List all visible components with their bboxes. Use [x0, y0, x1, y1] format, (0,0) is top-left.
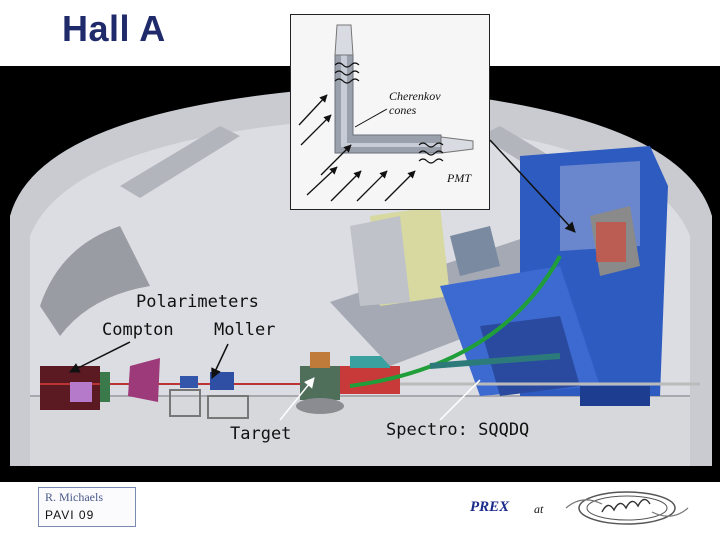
cherenkov-label: Cherenkov cones — [389, 89, 449, 117]
moller-label: Moller — [214, 320, 275, 340]
pmt-label: PMT — [447, 171, 471, 185]
author-box: R. Michaels PAVI 09 — [38, 487, 136, 527]
inset-arrow — [490, 140, 575, 232]
polarimeters-label: Polarimeters — [136, 292, 259, 312]
jefferson-lab-logo — [562, 486, 692, 530]
compton-label: Compton — [102, 320, 174, 340]
spectrometer-label: Spectro: SQQDQ — [386, 420, 529, 440]
author-name: R. Michaels — [45, 490, 103, 505]
target-label: Target — [230, 424, 291, 444]
moller-arrow — [212, 344, 228, 378]
conference-name: PAVI 09 — [45, 508, 94, 522]
at-text: at — [534, 502, 543, 517]
spectro-arrow — [440, 380, 480, 420]
target-arrow — [280, 378, 314, 420]
experiment-name: PREX — [470, 499, 509, 516]
cherenkov-inset: Cherenkov cones PMT — [290, 14, 490, 210]
compton-arrow — [70, 342, 130, 372]
